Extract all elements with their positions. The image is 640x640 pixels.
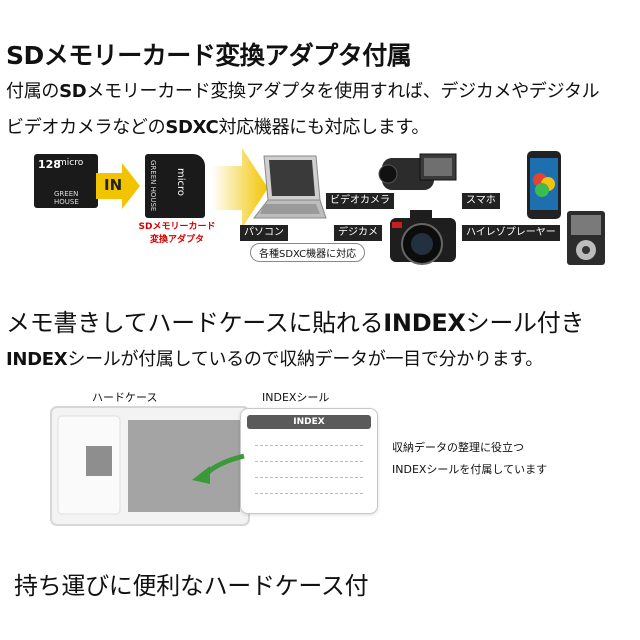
label-smartphone: スマホ [462, 193, 500, 209]
index-note: 収納データの整理に役立つ INDEXシールを付属しています [392, 437, 547, 481]
line2-pre: ビデオカメラなどの [6, 117, 166, 138]
microsd-logo: micro [58, 158, 84, 168]
sdxc-compatible-pill: 各種SDXC機器に対応 [250, 243, 366, 262]
index-note-line1: 収納データの整理に役立つ [392, 441, 524, 454]
adapter-brand: GREEN HOUSE [149, 160, 157, 212]
video-camera-icon [378, 153, 457, 190]
line1-bold: SD [59, 81, 87, 102]
title-bold: SD [6, 41, 44, 70]
microsd-card-image: 128 micro GREEN HOUSE [34, 154, 98, 208]
sticker-line [255, 477, 363, 478]
index-sticker-image: INDEX [240, 408, 378, 514]
in-arrow-icon [96, 163, 140, 209]
line2-bold: SDXC [165, 117, 219, 138]
index-sticker-label: INDEXシール [262, 391, 330, 404]
section2-line-post: シールが付属しているので収納データが一目で分かります。 [67, 349, 543, 370]
section2-line-bold: INDEX [6, 349, 68, 370]
title-rest: メモリーカード変換アダプタ付属 [43, 41, 412, 70]
green-arrow-icon [192, 453, 245, 484]
section2-title: メモ書きしてハードケースに貼れるINDEXシール付き [6, 303, 584, 338]
sd-adapter-image: GREEN HOUSE micro [145, 154, 205, 218]
line1-pre: 付属の [6, 81, 60, 102]
label-digital-camera: デジカメ [334, 225, 382, 241]
index-note-line2: INDEXシールを付属しています [392, 463, 548, 476]
hires-player-icon [567, 211, 605, 265]
section1-line2: ビデオカメラなどのSDXC対応機器にも対応します。 [6, 113, 429, 139]
label-hires-player: ハイレゾプレーヤー [462, 225, 560, 241]
laptop-icon [252, 155, 327, 219]
microsd-capacity: 128 [38, 158, 61, 171]
line1-post: メモリーカード変換アダプタを使用すれば、デジカメやデジタル [86, 81, 600, 102]
label-video-camera: ビデオカメラ [326, 193, 394, 209]
section2-title-post: シール付き [465, 309, 585, 337]
section2-line: INDEXシールが付属しているので収納データが一目で分かります。 [6, 345, 543, 371]
smartphone-icon [527, 151, 561, 219]
dslr-camera-icon [390, 210, 456, 265]
section1-line1: 付属のSDメモリーカード変換アダプタを使用すれば、デジカメやデジタル [6, 77, 600, 103]
microsd-brand: GREEN HOUSE [54, 190, 79, 206]
adapter-logo: micro [175, 168, 186, 197]
line2-post: 対応機器にも対応します。 [218, 117, 430, 138]
label-pc: パソコン [240, 225, 288, 241]
section2-title-bold: INDEX [383, 309, 466, 337]
sticker-line [255, 445, 363, 446]
sticker-line [255, 461, 363, 462]
hard-case-image [50, 406, 250, 526]
adapter-caption-line2: 変換アダプタ [149, 235, 204, 245]
section1-title: SDメモリーカード変換アダプタ付属 [6, 36, 412, 72]
index-sticker-header: INDEX [247, 415, 371, 429]
out-arrow-icon [212, 148, 268, 228]
sticker-line [255, 493, 363, 494]
section2-title-text: メモ書きしてハードケースに貼れる [6, 309, 384, 337]
adapter-caption-line1: SDメモリーカード [138, 222, 216, 232]
section3-title: 持ち運びに便利なハードケース付 [14, 572, 369, 600]
hard-case-label: ハードケース [92, 391, 158, 404]
in-label: IN [104, 176, 123, 194]
adapter-caption: SDメモリーカード 変換アダプタ [138, 219, 216, 245]
